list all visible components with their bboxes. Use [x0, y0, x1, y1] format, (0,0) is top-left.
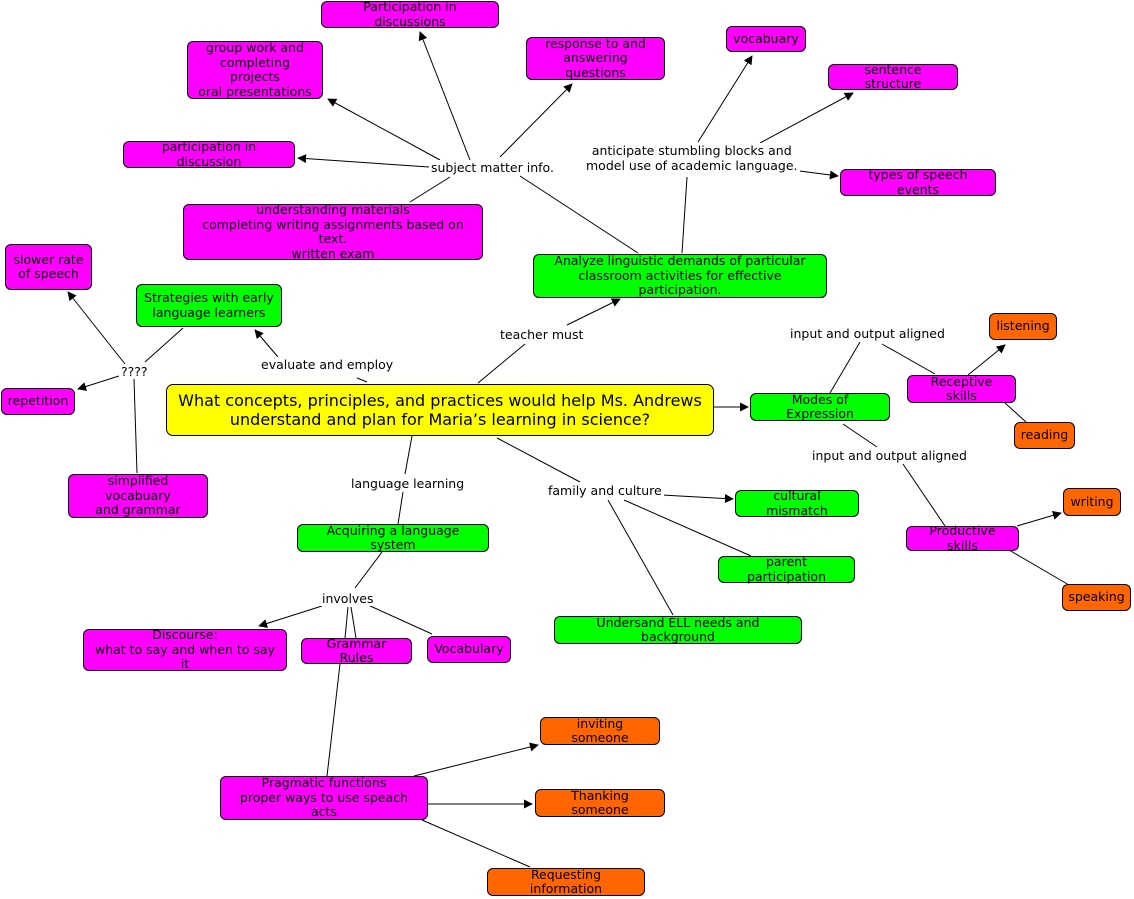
node-cultural-mismatch[interactable]: cultural mismatch [735, 488, 859, 517]
node-understanding-materials[interactable]: understanding materials completing writi… [183, 202, 483, 260]
link-label-involves: involves [320, 591, 376, 606]
link-label-io-aligned-bottom: input and output aligned [810, 448, 969, 463]
node-acquiring-language-system[interactable]: Acquiring a language system [297, 523, 489, 552]
node-parent-participation[interactable]: parent participation [718, 554, 855, 583]
node-inviting-someone[interactable]: inviting someone [540, 716, 660, 745]
node-types-of-speech-events[interactable]: types of speech events [840, 167, 996, 196]
node-writing[interactable]: writing [1063, 488, 1121, 516]
node-participation-in-discussion[interactable]: participation in discussion [123, 139, 295, 168]
link-label-anticipate: anticipate stumbling blocks and model us… [584, 143, 800, 173]
node-sentence-structure[interactable]: sentence structure [828, 62, 958, 91]
node-participation-in-discussions[interactable]: Participation in discussions [321, 0, 499, 28]
link-label-teacher-must: teacher must [498, 327, 586, 342]
link-label-io-aligned-top: input and output aligned [788, 326, 947, 341]
link-label-evaluate: evaluate and employ [259, 357, 396, 372]
node-response-to-questions[interactable]: response to and answering questions [526, 36, 665, 80]
node-modes-of-expression[interactable]: Modes of Expression [750, 392, 890, 421]
node-listening[interactable]: listening [989, 313, 1057, 340]
node-requesting-information[interactable]: Requesting information [487, 867, 645, 896]
node-understand-ell-needs[interactable]: Undersand ELL needs and background [554, 615, 802, 644]
node-simplified-vocabulary[interactable]: simplified vocabuary and grammar [68, 474, 208, 518]
node-repetition[interactable]: repetition [1, 388, 75, 415]
link-label-subject-matter: subject matter info. [429, 160, 556, 175]
node-vocabulary[interactable]: Vocabulary [427, 636, 511, 663]
node-group-work[interactable]: group work and completing projects oral … [187, 40, 323, 99]
node-receptive-skills[interactable]: Receptive skills [907, 374, 1016, 403]
node-analyze-linguistic-demands[interactable]: Analyze linguistic demands of particular… [533, 254, 827, 298]
link-label-question-marks: ???? [119, 364, 150, 379]
node-productive-skills[interactable]: Productive skills [906, 523, 1019, 552]
node-pragmatic-functions[interactable]: Pragmatic functions proper ways to use s… [220, 776, 428, 820]
central-question-node[interactable]: What concepts, principles, and practices… [166, 384, 714, 436]
node-reading[interactable]: reading [1014, 422, 1075, 449]
node-vocabulary-top[interactable]: vocabuary [726, 26, 806, 52]
node-grammar-rules[interactable]: Grammar Rules [301, 636, 412, 665]
link-label-family-culture: family and culture [546, 483, 664, 498]
node-slower-rate-of-speech[interactable]: slower rate of speech [5, 244, 92, 290]
node-speaking[interactable]: speaking [1062, 584, 1131, 611]
node-strategies-early-learners[interactable]: Strategies with early language learners [136, 284, 282, 327]
node-thanking-someone[interactable]: Thanking someone [535, 788, 665, 817]
node-discourse[interactable]: Discourse: what to say and when to say i… [83, 628, 287, 671]
link-label-language-learning: language learning [349, 476, 467, 491]
